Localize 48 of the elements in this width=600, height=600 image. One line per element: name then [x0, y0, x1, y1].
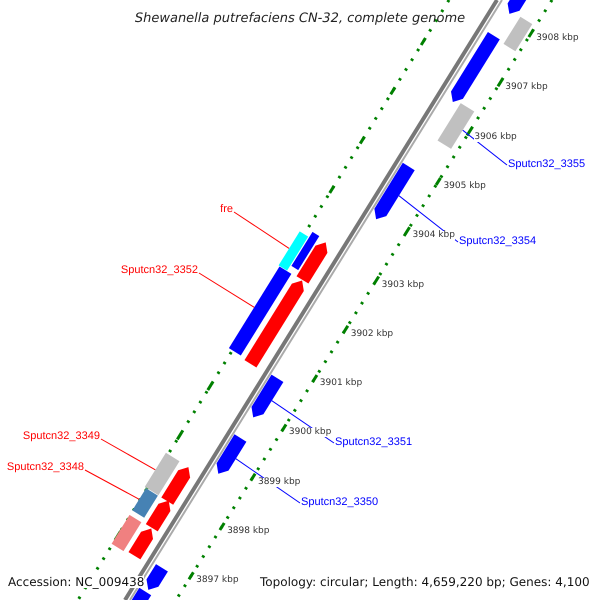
scale-label: 3901 kbp	[320, 379, 362, 388]
gene-label: Sputcn32_3350	[301, 497, 378, 508]
scale-label: 3905 kbp	[443, 182, 486, 191]
scale-label: 3902 kbp	[350, 330, 394, 339]
scale-label: 3908 kbp	[536, 34, 579, 43]
leader-line	[100, 438, 156, 470]
scale-label: 3898 kbp	[227, 527, 270, 536]
scale-label: 3899 kbp	[258, 478, 300, 487]
gene-feature	[244, 280, 304, 368]
leader-line	[198, 272, 255, 308]
gene-feature	[146, 564, 168, 590]
genome-info-text: Topology: circular; Length: 4,659,220 bp; Genes: 4,100	[260, 576, 590, 588]
accession-text: Accession: NC_009438	[8, 576, 144, 588]
gene-feature	[374, 162, 415, 220]
scale-label: 3903 kbp	[382, 280, 424, 290]
gene-label: fre	[220, 204, 233, 215]
gene-feature	[451, 32, 500, 102]
gene-feature	[504, 16, 532, 52]
gene-feature	[228, 266, 292, 356]
gene-feature	[216, 434, 246, 474]
gene-feature	[291, 232, 320, 270]
gene-feature	[112, 514, 142, 552]
scale-label: 3904 kbp	[412, 231, 455, 240]
gene-feature	[128, 528, 153, 560]
gene-feature	[508, 0, 529, 14]
gene-label: Sputcn32_3349	[22, 431, 100, 442]
gene-feature	[296, 242, 328, 284]
gene-label: Sputcn32_3354	[459, 236, 536, 247]
scale-label: 3897 kbp	[196, 576, 239, 586]
gene-label: Sputcn32_3348	[6, 462, 84, 473]
gene-feature	[278, 231, 308, 271]
scale-label: 3900 kbp	[288, 428, 332, 438]
gene-feature	[438, 103, 474, 149]
leader-line	[84, 470, 140, 500]
scale-label: 3906 kbp	[474, 132, 517, 142]
gene-feature	[132, 588, 152, 600]
gene-feature	[146, 500, 170, 532]
gene-feature	[132, 488, 158, 518]
diagram-title: Shewanella putrefaciens CN-32, complete genome	[134, 12, 466, 25]
gene-feature	[252, 374, 284, 418]
gene-label: Sputcn32_3355	[508, 159, 586, 170]
gene-label: Sputcn32_3352	[120, 265, 198, 276]
leader-line	[234, 212, 290, 249]
gene-feature	[161, 467, 190, 505]
gene-label: Sputcn32_3351	[335, 437, 412, 448]
gene-feature	[144, 452, 180, 496]
scale-label: 3907 kbp	[505, 83, 548, 92]
leader-line	[462, 130, 508, 166]
